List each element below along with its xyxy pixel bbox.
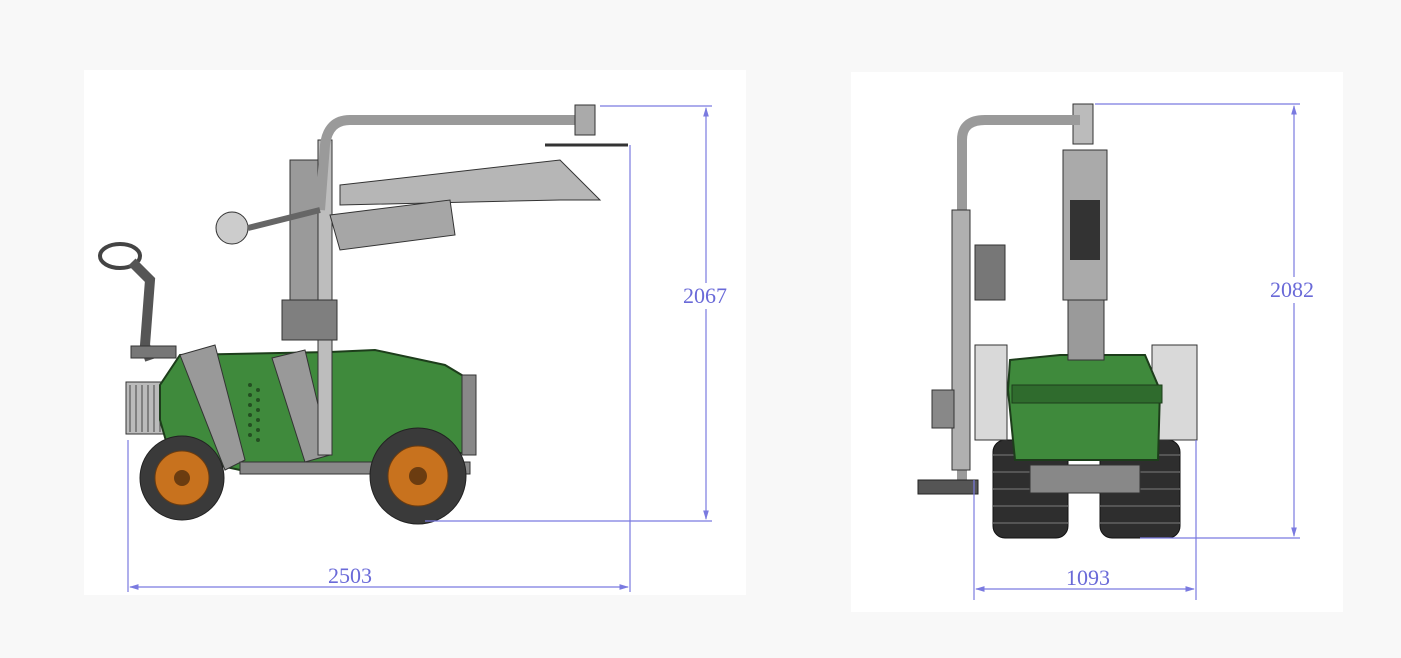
front-body: [1006, 354, 1162, 461]
front-top-panel: [1011, 384, 1163, 404]
front-height-dimension: 2082: [1270, 277, 1314, 302]
side-motor: [974, 244, 1006, 301]
front-width-dimension: 1093: [1066, 565, 1110, 590]
side-dimension-lines: [127, 105, 712, 592]
control-box: [931, 389, 955, 429]
rear-wheel: [139, 435, 225, 521]
front-foot-plate: [917, 479, 979, 495]
front-height-label-bg: [1265, 277, 1321, 303]
tiller-handle: [98, 242, 177, 362]
front-bumper: [461, 374, 477, 456]
front-mast: [1062, 103, 1108, 361]
front-dimension-lines: [973, 103, 1300, 600]
front-axle: [1029, 464, 1141, 494]
vent-holes: [248, 383, 260, 442]
side-height-dimension: 2067: [683, 283, 727, 308]
height-label-bg: [678, 283, 734, 309]
telescopic-column: [951, 209, 971, 471]
front-wheel: [369, 427, 467, 525]
front-view-machine: [917, 103, 1198, 539]
front-boom-tube: [957, 115, 1080, 480]
mast: [281, 139, 338, 456]
boom-arm: [215, 104, 628, 251]
side-view-machine: [98, 104, 628, 525]
left-side-module: [974, 344, 1008, 441]
side-length-dimension: 2503: [328, 563, 372, 588]
